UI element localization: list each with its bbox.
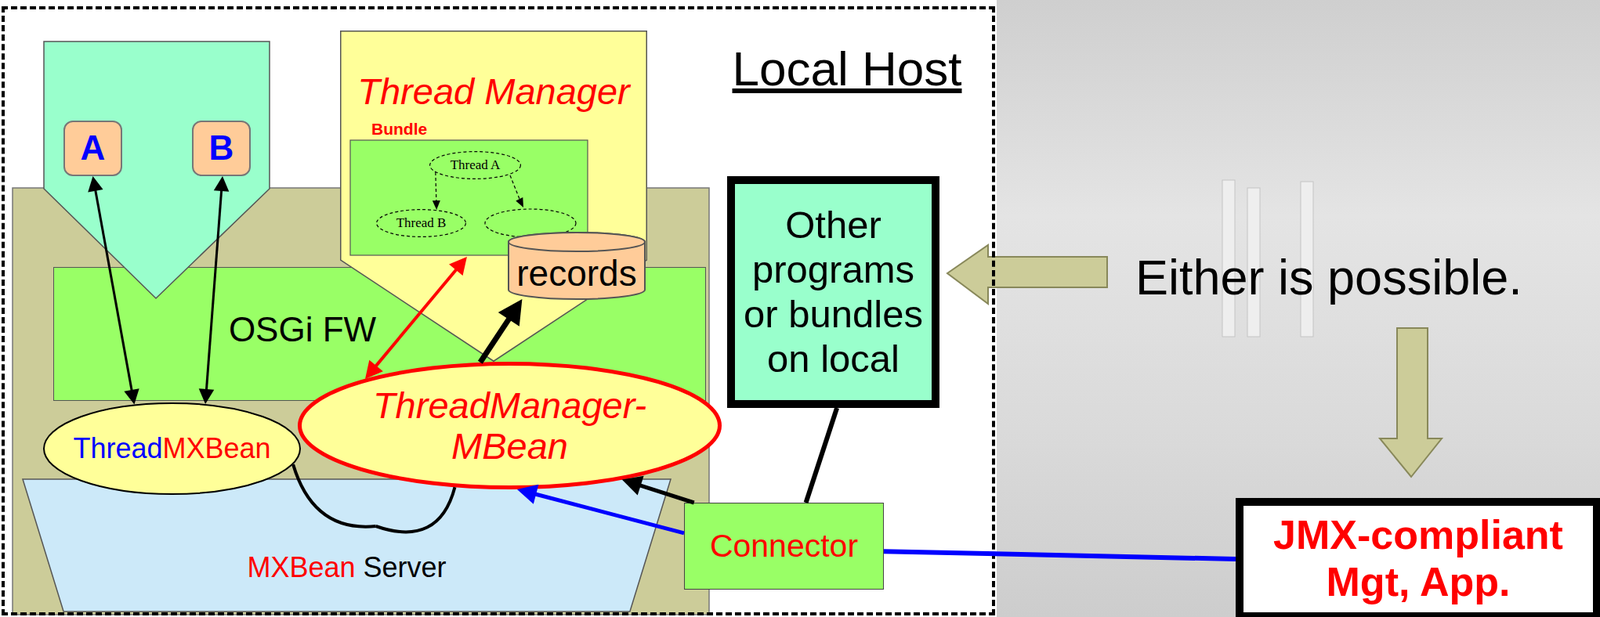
- text-group: MXBeanServer: [22, 542, 671, 594]
- records-cylinder: records: [508, 232, 645, 300]
- arrow-head: [199, 388, 215, 405]
- text-group: records: [508, 248, 645, 300]
- node-label: MXBean: [162, 432, 272, 465]
- bundle-pentagon-path: [340, 31, 648, 362]
- text-group: A: [65, 122, 121, 175]
- node-label: Bundle: [371, 119, 428, 139]
- thread-ellipse: Thread B: [376, 209, 467, 238]
- text-group: Other programs or bundles on local: [734, 184, 932, 401]
- node-label: OSGi FW: [228, 310, 377, 351]
- connector-line: [637, 485, 695, 504]
- thread-ellipse-path: [376, 209, 467, 238]
- text-group: Thread Manager: [340, 68, 648, 116]
- connector: [480, 299, 523, 363]
- photo-backdrop: [996, 0, 1600, 617]
- mbean-ellipse-path: [300, 364, 721, 489]
- thread-link: [510, 175, 520, 200]
- block-arrow-down: [1379, 328, 1442, 478]
- mxbean-ellipse-path: [43, 403, 301, 495]
- component-box: A: [63, 120, 123, 177]
- mxbean-server-path: [22, 479, 671, 612]
- connector-line: [480, 315, 512, 363]
- text-group: ThreadMXBean: [43, 402, 301, 496]
- connector-line: [435, 172, 437, 203]
- text-group: ThreadManager- MBean: [344, 361, 675, 490]
- arrow-head: [432, 200, 441, 210]
- arrow-head: [622, 476, 645, 496]
- text-group: Connector: [684, 503, 884, 590]
- block-arrow-left: [947, 245, 1108, 305]
- connector-line: [376, 487, 456, 533]
- connector-box: Connector: [684, 503, 884, 591]
- caption-text: Either is possible.: [1135, 249, 1523, 306]
- connector-line: [532, 493, 685, 534]
- connector: [622, 476, 695, 504]
- bundle-pentagon: Thread ManagerBundleThread A Thread B reco…: [340, 30, 648, 362]
- thread-link-head: [515, 197, 524, 208]
- arrow-head: [448, 257, 467, 276]
- text-group: Local Host: [725, 36, 969, 102]
- node-label: Thread: [72, 432, 163, 465]
- node-label: Local Host: [732, 40, 963, 97]
- arrow-head: [365, 360, 384, 380]
- records-cylinder-lid: [508, 232, 645, 252]
- host-boundary: Local HostOSGi FW A B Thread ManagerBundl…: [1, 6, 996, 616]
- node-label: JMX-compliant Mgt, App.: [1243, 512, 1593, 607]
- connector-line: [94, 188, 132, 394]
- node-label: Other programs or bundles on local: [734, 202, 932, 381]
- node-label: Thread A: [450, 157, 501, 174]
- mbean-ellipse: ThreadManager- MBean: [297, 361, 722, 490]
- bundle-outline: [43, 41, 270, 299]
- connector-line: [883, 551, 1236, 560]
- node-label: ThreadManager- MBean: [353, 385, 667, 467]
- thread-ellipse-path: [430, 152, 522, 180]
- node-label: Connector: [709, 528, 858, 565]
- program-box: Other programs or bundles on local: [727, 176, 940, 409]
- connector: [376, 487, 456, 533]
- connector-line: [206, 188, 222, 393]
- text-group: Bundle: [371, 118, 466, 141]
- text-group: JMX-compliant Mgt, App.: [1243, 506, 1593, 613]
- connector-line: [806, 408, 838, 504]
- node-label: B: [209, 128, 235, 169]
- arrow-head: [517, 485, 539, 505]
- connector: [199, 176, 230, 405]
- connector-line: [293, 464, 377, 527]
- connector: [806, 408, 838, 504]
- arrow-head: [213, 176, 230, 192]
- component-box: B: [191, 120, 251, 177]
- thread-ellipse: Thread A: [429, 151, 522, 180]
- connector: [293, 464, 377, 527]
- label-holder: Either is possible.: [1135, 249, 1523, 306]
- arrow-head: [498, 299, 523, 327]
- connector: [432, 172, 441, 210]
- arrow-head: [87, 176, 103, 192]
- connector: [365, 257, 467, 380]
- node-label: records: [516, 253, 637, 295]
- node-label: MXBean: [246, 551, 355, 584]
- node-label: Thread B: [396, 215, 447, 232]
- text-group: B: [193, 122, 250, 175]
- mxbean-ellipse: ThreadMXBean: [43, 402, 301, 496]
- management-app-box: JMX-compliant Mgt, App.: [1235, 498, 1600, 617]
- records-cylinder-path: [508, 232, 645, 300]
- arrow-head: [123, 388, 139, 405]
- connector-line: [373, 267, 458, 369]
- text-group: Thread A: [429, 151, 522, 180]
- mxbean-server: MXBeanServer: [22, 479, 671, 612]
- connector: [883, 551, 1236, 560]
- node-label: Server: [363, 551, 447, 584]
- node-label: A: [80, 128, 106, 169]
- connector: [87, 176, 139, 406]
- text-group: Thread B: [376, 209, 467, 238]
- text-group: OSGi FW: [212, 302, 393, 358]
- mxbean-server-outline: [22, 479, 671, 612]
- node-label: Thread Manager: [357, 70, 630, 113]
